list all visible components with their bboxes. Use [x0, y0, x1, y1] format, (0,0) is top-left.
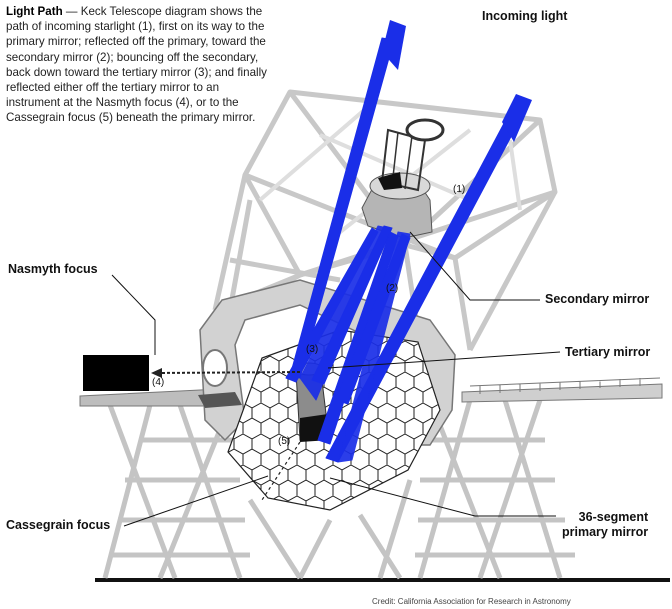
- leader-lines: [111, 231, 561, 527]
- path-number-2: (2): [386, 283, 399, 294]
- label-incoming-light: Incoming light: [482, 9, 568, 23]
- credit-line: Credit: California Association for Resea…: [372, 597, 571, 606]
- support-truss: [102, 399, 575, 580]
- leader-tertiary: [327, 351, 561, 369]
- secondary-mirror-housing: [361, 118, 445, 239]
- label-primary-mirror-line1: 36-segment: [578, 510, 649, 524]
- path-number-4: (4): [152, 377, 165, 388]
- leader-secondary: [409, 231, 540, 301]
- nasmyth-path-arrow: [157, 371, 301, 374]
- arrow-down-icon: [382, 20, 406, 70]
- incoming-arrowheads: [382, 20, 532, 142]
- ground-line: [95, 578, 670, 582]
- label-primary-mirror-line2: primary mirror: [562, 525, 649, 539]
- label-nasmyth-focus: Nasmyth focus: [8, 262, 98, 276]
- leader-primary: [329, 477, 556, 517]
- left-yoke-foot: [198, 392, 242, 408]
- light-beams: [285, 37, 523, 463]
- label-secondary-mirror: Secondary mirror: [545, 292, 650, 306]
- path-number-3: (3): [306, 344, 319, 355]
- reflected-beam-1: [285, 227, 379, 383]
- path-number-5: (5): [278, 436, 291, 447]
- right-platform-railing: [469, 377, 661, 394]
- label-primary-mirror: 36-segment primary mirror: [562, 510, 648, 540]
- arrow-down-icon: [502, 94, 532, 142]
- caption-title: Light Path: [6, 5, 63, 18]
- reflected-beam-2: [311, 225, 393, 385]
- leader-nasmyth: [111, 274, 156, 355]
- label-tertiary-mirror: Tertiary mirror: [565, 345, 651, 359]
- reflected-beam-4: [335, 233, 411, 405]
- leader-cassegrain: [123, 475, 269, 527]
- caption-separator: —: [62, 5, 81, 18]
- label-cassegrain-focus: Cassegrain focus: [6, 518, 111, 532]
- caption-body: Keck Telescope diagram shows the path of…: [6, 5, 267, 125]
- right-platform: [461, 383, 663, 403]
- nasmyth-instrument: [83, 355, 149, 391]
- left-bearing: [202, 349, 228, 387]
- tube-truss-light: [258, 103, 522, 242]
- arrow-left-icon: [151, 368, 162, 378]
- caption: Light Path — Keck Telescope diagram show…: [6, 4, 268, 126]
- path-number-1: (1): [453, 184, 466, 195]
- reflected-beam-3: [317, 231, 399, 445]
